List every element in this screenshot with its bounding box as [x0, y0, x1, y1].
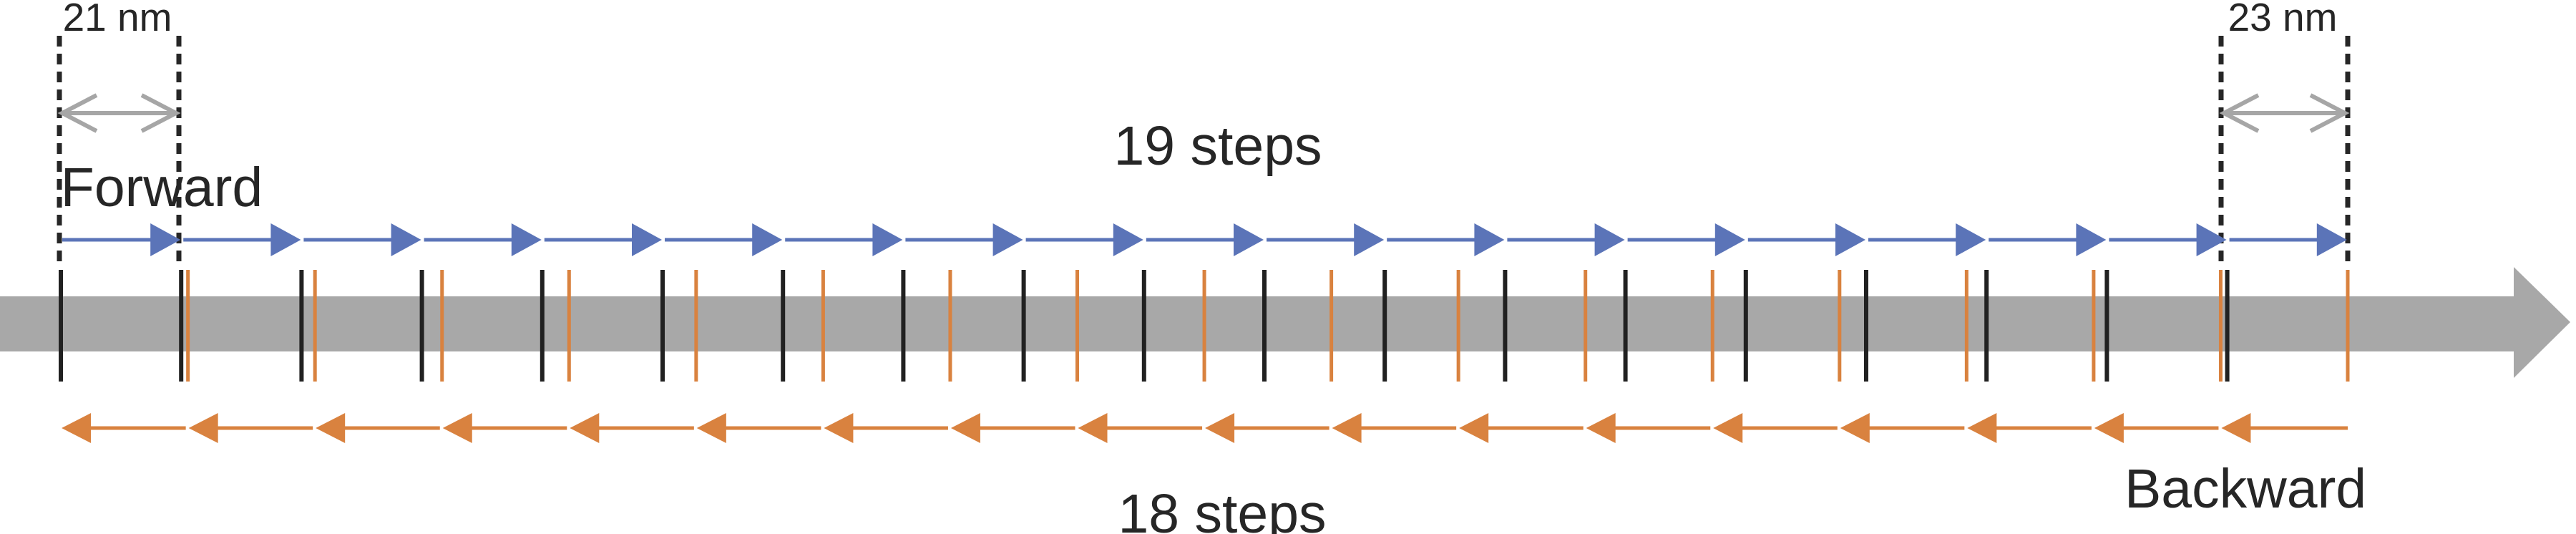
forward-position-tick: [1623, 270, 1628, 382]
backward-position-tick: [1584, 270, 1588, 382]
backward-step-arrow: [1459, 413, 1584, 443]
forward-step-arrow: [785, 223, 903, 256]
backward-step-arrow: [2221, 413, 2348, 443]
forward-step-arrow: [1989, 223, 2107, 256]
backward-step-arrow: [1713, 413, 1838, 443]
backward-position-tick: [1330, 270, 1334, 382]
measure-arrows-layer: [57, 93, 2350, 133]
backward-position-tick: [1710, 270, 1714, 382]
backward-step-arrow: [824, 413, 948, 443]
backward-step-arrow: [950, 413, 1075, 443]
backward-step-arrow: [696, 413, 821, 443]
forward-position-tick: [1021, 270, 1026, 382]
backward-position-tick: [1838, 270, 1842, 382]
forward-position-tick: [1743, 270, 1748, 382]
forward-step-arrow: [2229, 223, 2347, 256]
backward-position-tick: [440, 270, 444, 382]
backward-step-arrow: [188, 413, 313, 443]
forward-position-tick: [1984, 270, 1989, 382]
backward-position-tick: [2346, 270, 2350, 382]
backward-step-arrow: [62, 413, 186, 443]
label-backward: Backward: [2124, 458, 2366, 520]
backward-position-tick: [1075, 270, 1079, 382]
backward-step-arrow: [442, 413, 567, 443]
forward-position-tick: [1141, 270, 1146, 382]
label-backward-step-count: 18 steps: [1118, 483, 1326, 534]
backward-arrows-layer: [62, 413, 2348, 443]
forward-step-arrow: [424, 223, 542, 256]
forward-step-arrow: [62, 223, 181, 256]
forward-position-tick: [179, 270, 184, 382]
label-first-backward-step-size: 23 nm: [2228, 0, 2338, 39]
backward-position-tick: [2218, 270, 2223, 382]
backward-position-tick: [567, 270, 571, 382]
label-forward: Forward: [61, 157, 263, 218]
backward-step-arrow: [1332, 413, 1457, 443]
forward-position-tick: [660, 270, 665, 382]
forward-position-tick: [299, 270, 304, 382]
label-forward-step-count: 19 steps: [1113, 115, 1322, 177]
backward-position-tick: [2092, 270, 2096, 382]
backward-step-arrow: [2094, 413, 2219, 443]
forward-position-tick: [2225, 270, 2230, 382]
forward-step-arrow: [665, 223, 783, 256]
backward-position-tick: [948, 270, 952, 382]
forward-step-arrow: [1868, 223, 1986, 256]
track-bar: [0, 296, 2514, 351]
track-layer: [0, 267, 2570, 378]
forward-position-tick: [1262, 270, 1267, 382]
backward-position-tick: [821, 270, 825, 382]
backward-step-arrow: [316, 413, 440, 443]
forward-step-arrow: [1627, 223, 1745, 256]
backward-step-arrow: [1967, 413, 2092, 443]
measure-double-arrow-icon: [2219, 93, 2350, 133]
backward-position-tick: [313, 270, 317, 382]
backward-step-arrow: [1840, 413, 1965, 443]
track-arrowhead-icon: [2514, 267, 2570, 378]
forward-position-tick: [540, 270, 545, 382]
backward-step-arrow: [570, 413, 694, 443]
backward-position-tick: [1456, 270, 1460, 382]
forward-step-arrow: [905, 223, 1023, 256]
dashed-lines-layer: [57, 36, 2351, 268]
backward-position-tick: [186, 270, 190, 382]
ticks-layer: [59, 270, 2350, 382]
forward-position-tick: [1382, 270, 1387, 382]
forward-step-arrow: [1387, 223, 1505, 256]
forward-arrows-layer: [62, 223, 2347, 256]
backward-step-arrow: [1586, 413, 1711, 443]
forward-position-tick: [2104, 270, 2109, 382]
measure-double-arrow-icon: [57, 93, 181, 133]
label-first-forward-step-size: 21 nm: [63, 0, 172, 39]
backward-position-tick: [694, 270, 698, 382]
forward-step-arrow: [1146, 223, 1264, 256]
forward-step-arrow: [1747, 223, 1865, 256]
forward-position-tick: [1503, 270, 1508, 382]
backward-step-arrow: [1078, 413, 1203, 443]
forward-step-arrow: [303, 223, 421, 256]
forward-step-arrow: [1267, 223, 1385, 256]
forward-position-tick: [781, 270, 786, 382]
forward-step-arrow: [1025, 223, 1143, 256]
backward-position-tick: [1964, 270, 1968, 382]
forward-position-tick: [1864, 270, 1868, 382]
backward-position-tick: [1202, 270, 1206, 382]
forward-step-arrow: [1507, 223, 1625, 256]
forward-position-tick: [419, 270, 424, 382]
forward-position-tick: [59, 270, 63, 382]
forward-step-arrow: [183, 223, 301, 256]
forward-step-arrow: [544, 223, 662, 256]
forward-position-tick: [901, 270, 906, 382]
backward-step-arrow: [1205, 413, 1330, 443]
forward-step-arrow: [2109, 223, 2227, 256]
